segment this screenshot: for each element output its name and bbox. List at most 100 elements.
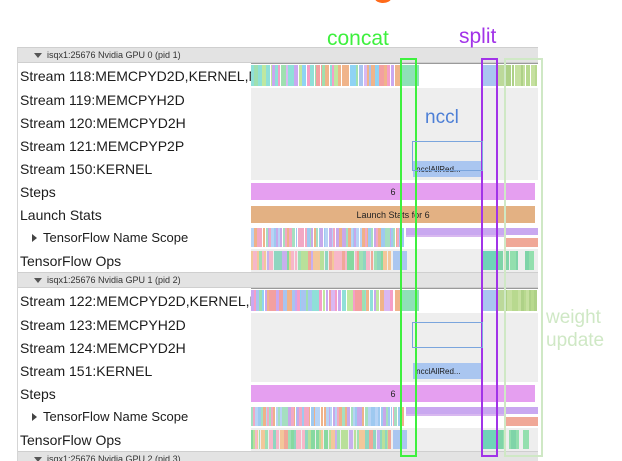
timeline-event[interactable] xyxy=(261,251,265,270)
timeline-event[interactable] xyxy=(316,65,320,86)
row-label[interactable]: Stream 118:MEMCPYD2D,KERNEL,ME xyxy=(18,63,251,88)
timeline-event[interactable] xyxy=(251,290,254,311)
timeline-event[interactable] xyxy=(297,251,301,270)
timeline-event[interactable] xyxy=(279,290,283,311)
timeline-event[interactable] xyxy=(337,430,341,449)
timeline-event[interactable] xyxy=(535,65,538,86)
timeline-event[interactable] xyxy=(346,228,349,247)
timeline-event[interactable] xyxy=(505,65,509,86)
row-label[interactable]: Stream 120:MEMCPYD2H xyxy=(18,111,251,134)
steps-bar[interactable] xyxy=(251,183,536,200)
timeline-event[interactable] xyxy=(496,290,504,311)
timeline-event[interactable] xyxy=(343,228,345,247)
timeline-event[interactable] xyxy=(354,290,360,311)
timeline-event[interactable] xyxy=(305,290,308,311)
timeline-event[interactable] xyxy=(296,290,300,311)
timeline-event[interactable] xyxy=(252,407,256,426)
timeline-event[interactable] xyxy=(402,407,404,426)
chevron-down-icon[interactable] xyxy=(34,277,42,283)
timeline-event[interactable] xyxy=(304,430,308,449)
timeline-event[interactable] xyxy=(351,290,354,311)
timeline-event[interactable] xyxy=(526,430,529,449)
timeline-event[interactable] xyxy=(334,430,338,449)
timeline-event[interactable] xyxy=(399,228,401,247)
timeline-event[interactable] xyxy=(297,430,301,449)
timeline-event[interactable] xyxy=(352,65,356,86)
timeline-event[interactable] xyxy=(301,65,307,86)
timeline-event[interactable] xyxy=(379,65,384,86)
timeline-event[interactable] xyxy=(294,290,297,311)
timeline-event[interactable] xyxy=(531,290,534,311)
row-track[interactable] xyxy=(251,288,538,313)
timeline-event[interactable] xyxy=(393,430,408,449)
timeline-event[interactable] xyxy=(307,430,311,449)
timeline-event[interactable] xyxy=(266,290,270,311)
timeline-event[interactable] xyxy=(275,407,278,426)
timeline-row[interactable]: Stream 119:MEMCPYH2D xyxy=(18,88,538,111)
timeline-event[interactable] xyxy=(354,251,358,270)
timeline-event[interactable] xyxy=(377,251,381,270)
timeline-event[interactable] xyxy=(482,290,498,311)
timeline-event[interactable] xyxy=(342,290,347,311)
timeline-event[interactable] xyxy=(388,430,392,449)
timeline-event[interactable] xyxy=(365,228,367,247)
timeline-row[interactable]: Stream 121:MEMCPYP2P xyxy=(18,134,538,157)
timeline-event[interactable] xyxy=(369,430,373,449)
timeline-event[interactable] xyxy=(334,251,338,270)
timeline-event[interactable] xyxy=(499,251,504,270)
timeline-event[interactable] xyxy=(304,228,307,247)
timeline-event[interactable] xyxy=(271,228,274,247)
timeline-event[interactable] xyxy=(265,228,268,247)
timeline-event[interactable] xyxy=(285,65,288,86)
timeline-event[interactable] xyxy=(282,407,285,426)
timeline-event[interactable] xyxy=(265,407,267,426)
timeline-event[interactable] xyxy=(512,251,517,270)
timeline-event[interactable] xyxy=(277,407,281,426)
timeline-event[interactable] xyxy=(369,65,372,86)
timeline-event[interactable] xyxy=(318,407,321,426)
timeline-event[interactable] xyxy=(368,228,372,247)
timeline-event[interactable] xyxy=(289,228,293,247)
timeline-event[interactable] xyxy=(506,417,538,426)
timeline-event[interactable] xyxy=(531,65,535,86)
row-track[interactable] xyxy=(251,313,538,336)
timeline-event[interactable] xyxy=(519,251,521,270)
timeline-event[interactable] xyxy=(323,430,327,449)
timeline-event[interactable] xyxy=(306,228,310,247)
timeline-event[interactable] xyxy=(350,407,354,426)
timeline-event[interactable] xyxy=(315,407,318,426)
timeline-event[interactable] xyxy=(338,251,343,270)
timeline-event[interactable] xyxy=(279,430,284,449)
timeline-event[interactable] xyxy=(269,228,272,247)
timeline-event[interactable] xyxy=(367,251,371,270)
timeline-event[interactable] xyxy=(388,251,392,270)
timeline-event[interactable] xyxy=(315,228,319,247)
timeline-event[interactable] xyxy=(377,430,381,449)
timeline-event[interactable] xyxy=(508,290,512,311)
timeline-event[interactable] xyxy=(371,407,374,426)
timeline-event[interactable] xyxy=(347,251,351,270)
timeline-event[interactable] xyxy=(514,290,519,311)
timeline-event[interactable] xyxy=(503,430,507,449)
timeline-event[interactable] xyxy=(314,65,317,86)
row-label[interactable]: TensorFlow Ops xyxy=(18,428,251,451)
timeline-event[interactable] xyxy=(269,251,274,270)
timeline-event[interactable] xyxy=(297,407,300,426)
timeline-event[interactable] xyxy=(323,407,327,426)
row-track[interactable] xyxy=(251,88,538,111)
timeline-event[interactable] xyxy=(367,407,371,426)
row-label[interactable]: Stream 151:KERNEL xyxy=(18,359,251,382)
timeline-event[interactable] xyxy=(311,290,316,311)
row-track[interactable] xyxy=(251,428,538,451)
timeline-event[interactable] xyxy=(516,251,519,270)
timeline-event[interactable] xyxy=(373,251,378,270)
row-label[interactable]: Stream 122:MEMCPYD2D,KERNEL,MI xyxy=(18,288,251,313)
timeline-event[interactable] xyxy=(276,290,280,311)
timeline-event[interactable] xyxy=(359,407,363,426)
timeline-event[interactable] xyxy=(283,430,288,449)
timeline-event[interactable] xyxy=(280,407,283,426)
timeline-row[interactable]: Stream 122:MEMCPYD2D,KERNEL,MI xyxy=(18,288,538,313)
timeline-event[interactable] xyxy=(387,228,391,247)
timeline-event[interactable] xyxy=(393,251,408,270)
